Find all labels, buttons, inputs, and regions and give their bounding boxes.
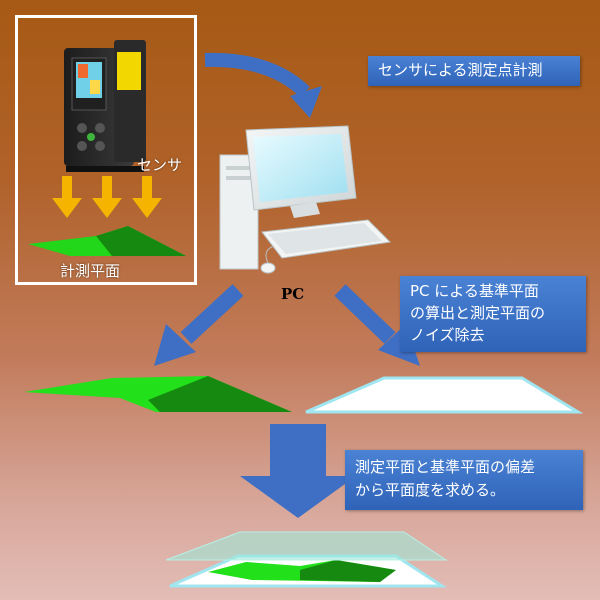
- reference-plane: [305, 376, 584, 414]
- step2-box: PC による基準平面 の算出と測定平面の ノイズ除去: [400, 276, 586, 352]
- measure-plane-label: 計測平面: [60, 262, 121, 280]
- measured-plane-filtered: [24, 376, 292, 412]
- step1-text: センサによる測定点計測: [378, 61, 543, 79]
- pc-label: PC: [281, 285, 305, 303]
- step3-line1: 測定平面と基準平面の偏差: [355, 458, 536, 476]
- flatness-result-planes: [165, 531, 448, 588]
- sensor-label: センサ: [137, 156, 183, 174]
- laser-sensor-icon: [64, 40, 146, 172]
- step1-box: センサによる測定点計測: [368, 56, 580, 86]
- arrow-down-to-flatness: [240, 424, 356, 518]
- step2-line2: の算出と測定平面の: [410, 304, 546, 322]
- measured-plane-small: [28, 226, 186, 256]
- arrow-sensor-to-pc: [204, 52, 322, 118]
- step2-line3: ノイズ除去: [410, 326, 485, 344]
- arrow-pc-to-measured-plane: [154, 284, 244, 366]
- step3-box: 測定平面と基準平面の偏差 から平面度を求める。: [345, 450, 583, 510]
- sensor-frame: [15, 15, 197, 285]
- sensor-beam-arrows: [52, 176, 162, 218]
- desktop-pc-icon: [219, 125, 392, 274]
- step3-line2: から平面度を求める。: [355, 481, 506, 499]
- step2-line1: PC による基準平面: [410, 282, 539, 300]
